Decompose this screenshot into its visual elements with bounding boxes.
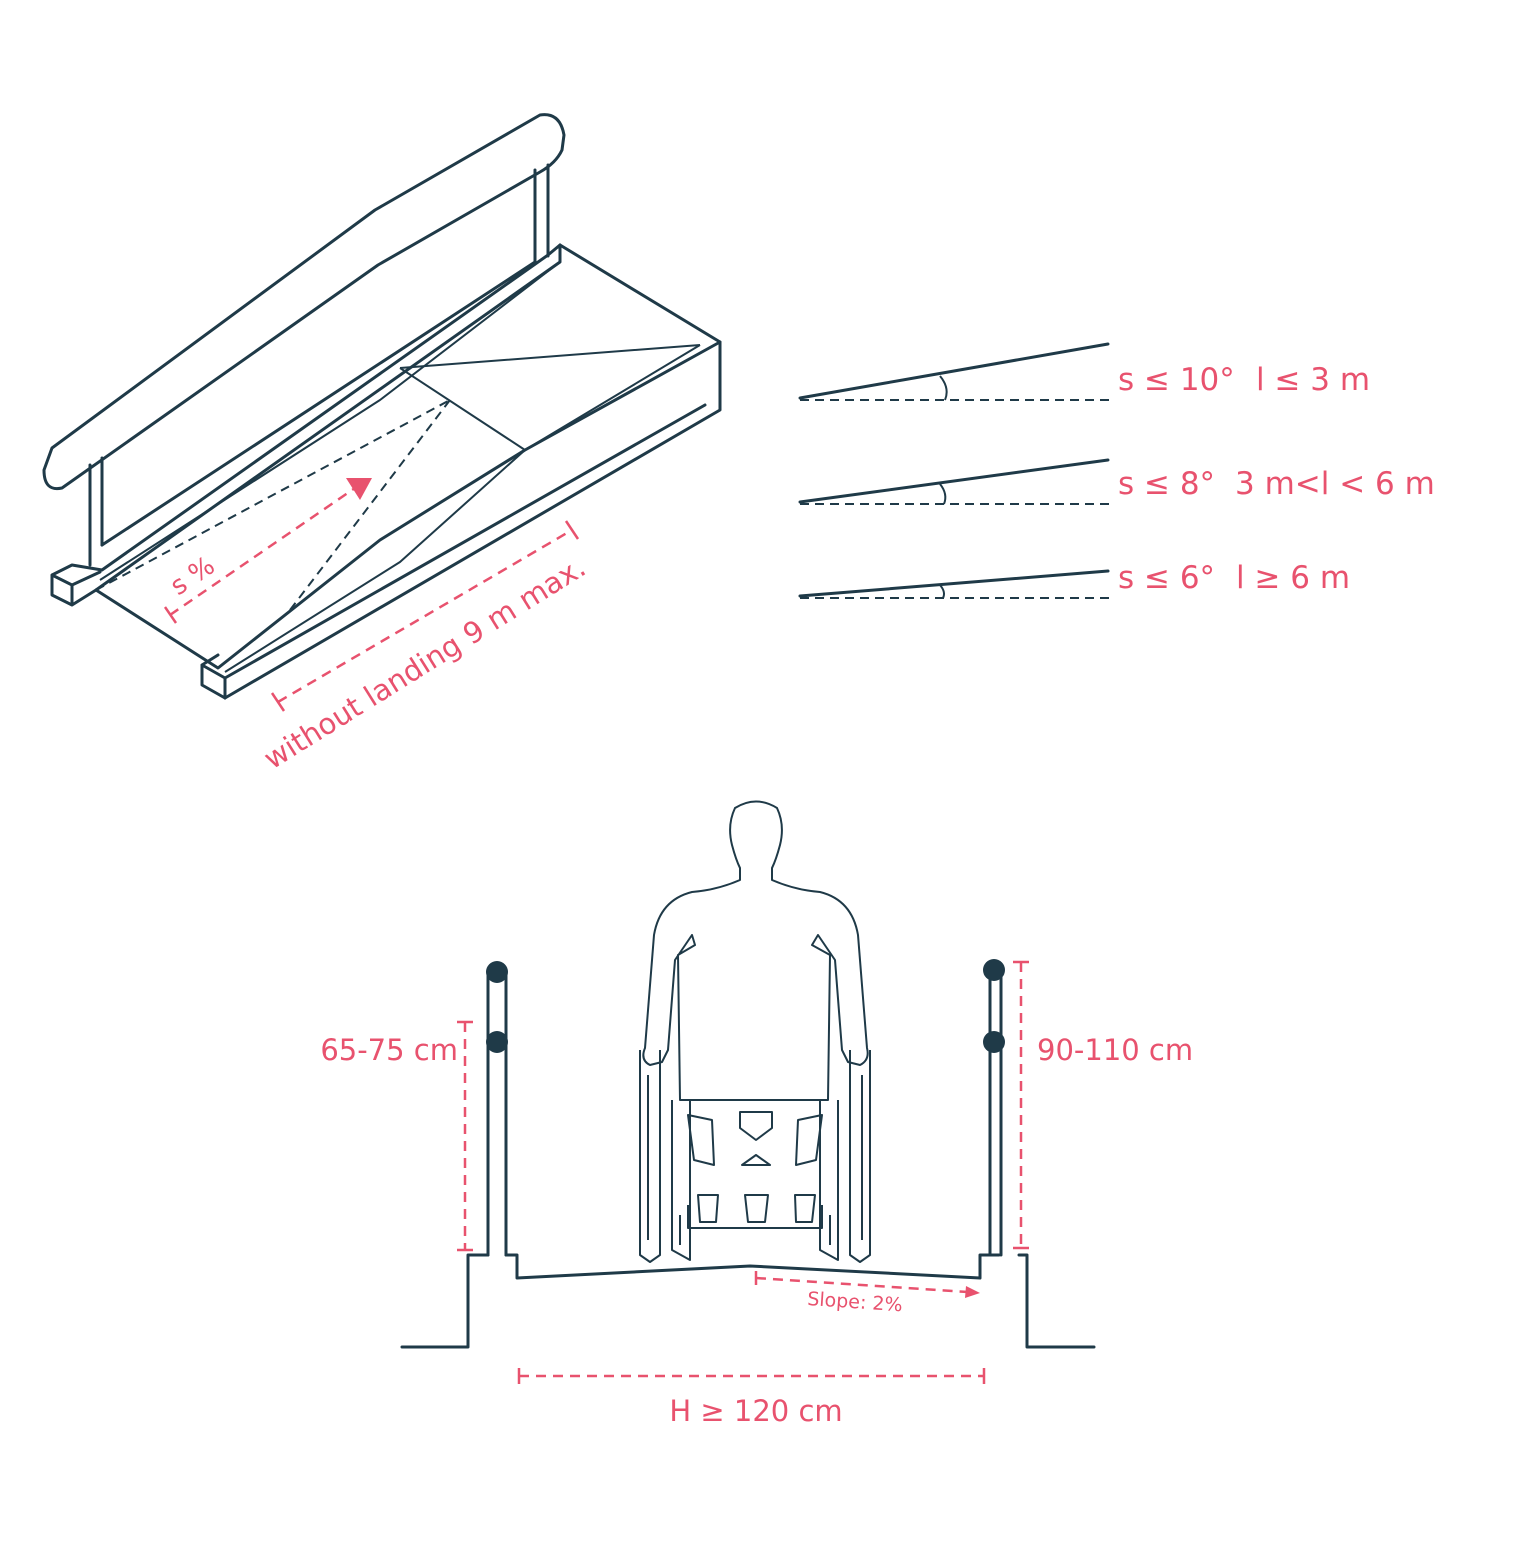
right-lower-handrail-icon (983, 1031, 1005, 1053)
left-post (486, 973, 508, 1257)
slope-rule-3-length: l ≥ 6 m (1236, 560, 1350, 596)
length-dimension-line (277, 528, 573, 704)
right-height-ticks (1013, 960, 1029, 1250)
slope-line-1 (798, 342, 1110, 400)
left-upper-handrail-icon (486, 961, 508, 983)
handrail-lower-bar (100, 260, 537, 547)
ramp-surface-profile (504, 1253, 1001, 1280)
handrail (42, 113, 566, 491)
left-height-ticks (457, 1020, 473, 1252)
cross-slope-arrow-line (755, 1276, 969, 1294)
right-caster (819, 1100, 839, 1261)
right-curb (200, 403, 707, 700)
platform-front (223, 340, 722, 700)
angle-arc-1 (939, 375, 948, 401)
handrail-post-right (533, 163, 550, 264)
right-height-label: 90-110 cm (1037, 1033, 1193, 1067)
seat-badge (739, 1111, 773, 1166)
ramp-deck (94, 243, 722, 670)
slope-construction-lines (95, 399, 451, 611)
slope-label: s % (165, 551, 220, 602)
left-height-label: 65-75 cm (320, 1033, 458, 1067)
left-caster (671, 1100, 691, 1261)
left-curb (50, 243, 562, 607)
angle-arc-2 (939, 483, 947, 505)
right-post (988, 973, 1003, 1257)
left-lower-handrail-icon (486, 1031, 508, 1053)
slope-rule-3: s ≤ 6° l ≥ 6 m (798, 560, 1350, 599)
slope-rule-1: s ≤ 10° l ≤ 3 m (798, 342, 1370, 401)
wheelchair-user-icon (639, 800, 871, 1263)
length-label: without landing 9 m max. (258, 550, 592, 776)
slope-arrow-line (169, 486, 356, 617)
handrail-post-left (88, 456, 104, 567)
person-outline (642, 800, 869, 1101)
slope-rule-1-slope: s ≤ 10° (1118, 362, 1235, 398)
slope-rule-2-slope: s ≤ 8° (1118, 466, 1215, 502)
cross-section: 65-75 cm 90-110 cm Slope: 2% H ≥ 120 cm (320, 800, 1193, 1428)
right-wheel (849, 1050, 871, 1263)
left-wheel (639, 1050, 661, 1263)
cross-slope-arrow-head (965, 1286, 980, 1298)
angle-arc-3 (939, 584, 945, 599)
slope-arrow-head (346, 478, 372, 500)
slope-arrow-tick (163, 606, 178, 624)
cross-slope-label: Slope: 2% (807, 1288, 904, 1316)
slope-rule-2: s ≤ 8° 3 m<l < 6 m (798, 458, 1435, 505)
isometric-ramp: s % without landing 9 m max. (42, 113, 722, 776)
left-ground-profile (400, 1253, 490, 1349)
legs (687, 1114, 823, 1166)
slope-line-3 (798, 569, 1110, 598)
right-ground-profile (1017, 1253, 1096, 1349)
width-label: H ≥ 120 cm (669, 1394, 842, 1428)
width-dimension-ticks (517, 1368, 986, 1384)
length-dimension-ticks (270, 520, 580, 712)
slope-line-2 (798, 458, 1110, 504)
ramp-landing-lines (399, 344, 701, 451)
footrest (687, 1194, 823, 1229)
slope-rule-3-slope: s ≤ 6° (1118, 560, 1215, 596)
slope-rule-1-length: l ≤ 3 m (1256, 362, 1370, 398)
ramp-top-edge (99, 261, 701, 673)
slope-rule-2-length: 3 m<l < 6 m (1235, 466, 1435, 502)
right-upper-handrail-icon (983, 959, 1005, 981)
